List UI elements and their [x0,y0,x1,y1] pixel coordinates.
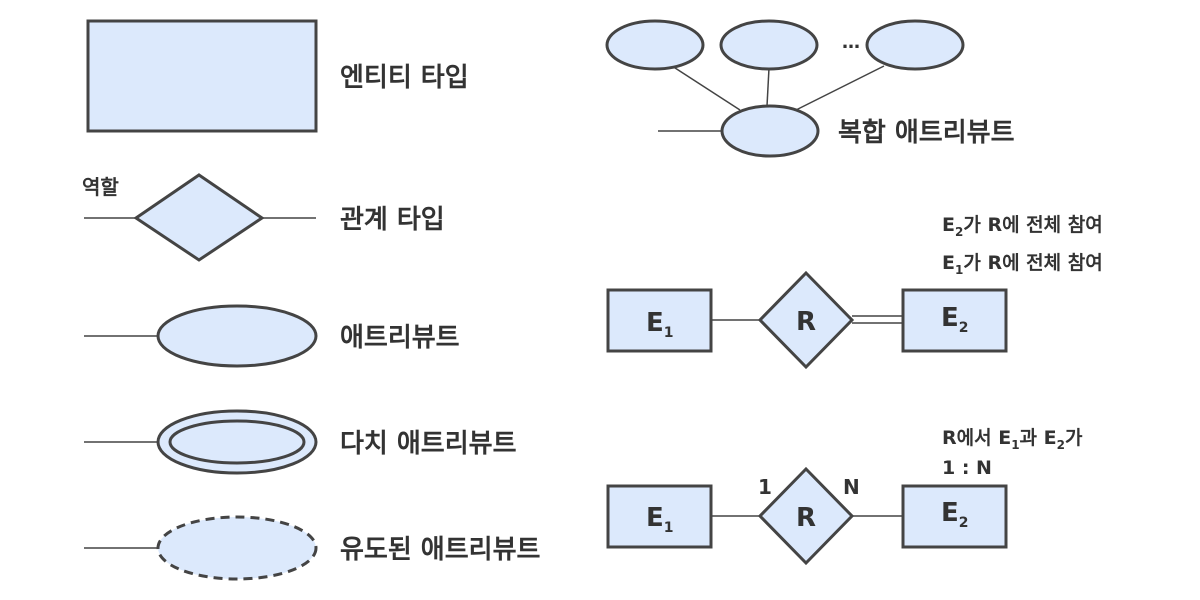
cardinality-entity-e1 [606,484,713,549]
composite-component-ellipse-3 [865,19,965,71]
cardinality-note-line-1: R에서 E1과 E2가 [942,427,1083,452]
cardinality-note-line-2: 1 : N [942,457,992,479]
cardinality-entity-e1-label: E1 [646,503,674,536]
participation-entity-e2 [901,288,1008,353]
multivalued-attribute-inner-ellipse [168,419,306,465]
role-label: 역할 [82,175,119,199]
attribute-ellipse [156,304,318,368]
cardinality-relationship-diamond [757,466,855,566]
participation-relationship-label: R [796,307,816,337]
composite-component-ellipse-2 [719,19,819,71]
participation-entity-e1 [606,288,713,353]
entity-type-rectangle [86,19,318,133]
cardinality-left-label: 1 [758,475,772,499]
derived-attribute-ellipse [156,515,318,581]
cardinality-relationship-label: R [796,503,816,533]
participation-entity-e1-label: E1 [646,308,674,341]
composite-attribute-label: 복합 애트리뷰트 [838,118,1015,148]
relationship-type-label: 관계 타입 [340,205,445,235]
participation-note-line-2: E1가 R에 전체 참여 [942,252,1103,277]
composite-link-line-3 [795,65,885,111]
attribute-label: 애트리뷰트 [340,323,460,353]
participation-relationship-diamond [757,270,855,370]
composite-component-ellipse-1 [605,19,705,71]
composite-link-line-2 [766,67,770,107]
composite-link-line-1 [671,65,741,111]
participation-note-line-1: E2가 R에 전체 참여 [942,214,1103,239]
composite-ellipsis: … [842,32,860,53]
entity-type-label: 엔티티 타입 [340,63,469,93]
participation-entity-e2-label: E2 [941,303,969,336]
cardinality-entity-e2-label: E2 [941,498,969,531]
relationship-type-diamond [133,173,265,262]
derived-attribute-label: 유도된 애트리뷰트 [340,535,540,565]
cardinality-right-label: N [843,475,860,499]
cardinality-entity-e2 [901,484,1008,549]
composite-attribute-ellipse [720,104,820,158]
multivalued-attribute-label: 다치 애트리뷰트 [340,429,517,459]
